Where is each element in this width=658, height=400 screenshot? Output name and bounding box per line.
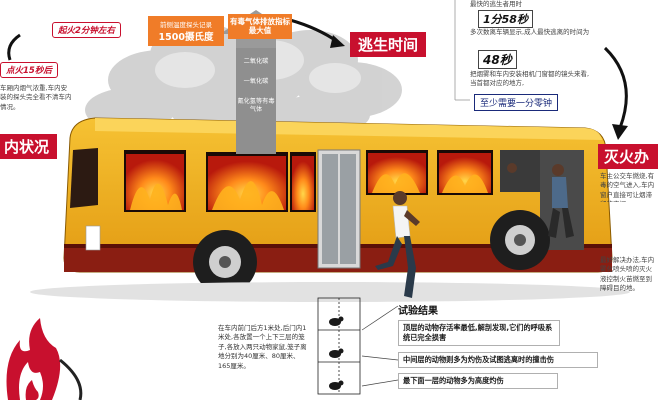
experiment-description: 在车内前门后方1米处,后门内1米处,各放置一个上下三层的笼子,各放入两只动物家鼠… (218, 324, 307, 370)
flame-icon (6, 318, 61, 400)
curve-arrow (59, 358, 83, 400)
inside-status-title: 内状况 (0, 134, 58, 159)
gas-item-co2: 二氧化碳 (243, 58, 269, 65)
bus (63, 117, 613, 294)
result-top-layer: 顶层的动物存活率最低,解剖发现,它们的呼吸系统已完全损害 (398, 320, 560, 346)
escape-time-title: 逃生时间 (350, 32, 427, 57)
mouse-icons (329, 316, 344, 390)
escape-time-2: 48秒 (478, 50, 517, 69)
gas-item-co: 一氧化碳 (243, 78, 269, 86)
result-middle-layer: 中间层的动物则多为灼伤及试图逃离时的撞击伤 (398, 352, 598, 368)
left-note: 车厢内烟气浓重,车内安装的探头完全看不清车内情况。 (0, 84, 72, 111)
extinguish-note: 车主公交车燃烧,有毒的空气进入,车内窗户直接可让烟滞留的空间。 (600, 172, 655, 202)
experiment-results-title: 试验结果 (398, 306, 438, 317)
minimum-time: 至少需要一分零钟 (474, 94, 559, 111)
temperature-value: 1500摄氏度 (158, 32, 214, 43)
animal-cages (317, 297, 361, 395)
escape-note-3: 把烟雾和车内安装相机门窗都的镜头来看,当首都对应的地方, (470, 70, 590, 88)
arrow-left (7, 33, 21, 61)
escaping-person (507, 163, 574, 238)
gas-item-hcn: 氰化氢等有毒气体 (237, 98, 275, 114)
gas-header: 有毒气体排放指标最大值 (228, 14, 292, 39)
running-person (375, 191, 420, 298)
temperature-box: 前侧温度探头记录 1500摄氏度 (148, 16, 224, 46)
extinguish-title: 灭火办 (598, 144, 658, 169)
temperature-caption: 前侧温度探头记录 (160, 21, 212, 29)
ground-shadow (30, 282, 630, 302)
ignite-15s-badge: 点火15秒后 (0, 62, 58, 78)
arrow-extinguish (603, 46, 628, 129)
escape-note-2: 多次数离车辆显示,成人最快逃离的时间为 (470, 28, 590, 36)
gas-list: 二氧化碳 一氧化碳 氰化氢等有毒气体 (236, 58, 276, 114)
extinguish-note-2: 最好解决办法,车内雾化喷头喷的灭火液控制火苗燃至到障碍目的地。 (600, 256, 655, 292)
escape-time-1: 1分58秒 (478, 10, 533, 28)
escape-note-1: 最快的逃生者用时 (470, 0, 522, 8)
ignite-2min-badge: 起火2分钟左右 (52, 22, 121, 38)
gas-arrow-body (236, 48, 276, 154)
result-bottom-layer: 最下面一层的动物多为高度灼伤 (398, 373, 558, 389)
